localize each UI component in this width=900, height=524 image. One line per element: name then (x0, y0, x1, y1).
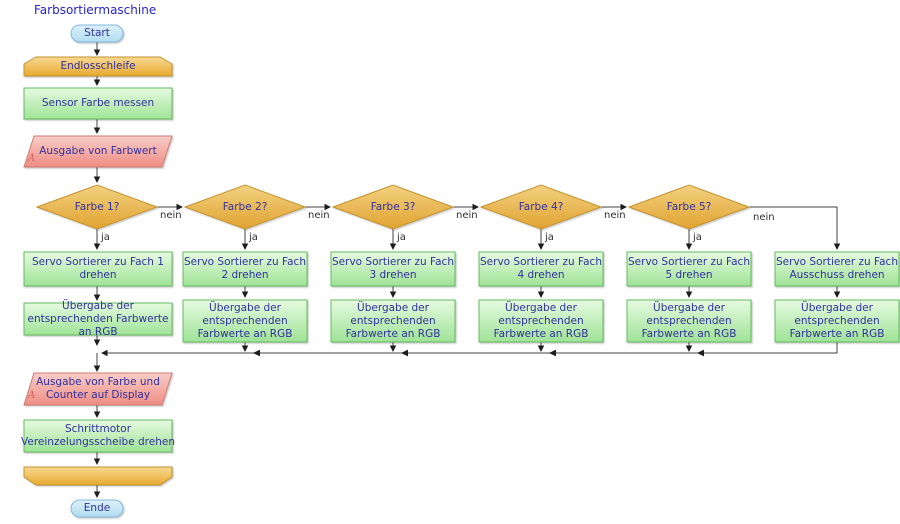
servo-5-label: Servo Sortierer zu Fach 5 drehen (628, 256, 750, 281)
servo-3-shape (330, 251, 456, 287)
servo-4-shape (478, 251, 604, 287)
handoff-1-shape (23, 302, 173, 336)
servo-6-label: Servo Sortierer zu Fach Ausschuss drehen (776, 256, 898, 281)
handoff-6-label: Übergabe der entsprechenden Farbwerte an… (789, 301, 885, 340)
decision-2-shape (183, 184, 307, 230)
decision-4-label: Farbe 4? (518, 201, 564, 213)
start-terminal-shape (70, 24, 124, 43)
decision-1-yes-label: ja (101, 232, 110, 243)
decision-2-yes-label: ja (249, 232, 258, 243)
stepper-process-label: Schrittmotor Vereinzelungsscheibe drehen (21, 423, 175, 448)
end-terminal-label: Ende (83, 502, 111, 514)
sensor-process-label: Sensor Farbe messen (41, 97, 155, 109)
decision-5-no-label: nein (753, 212, 775, 223)
decision-1-no-label: nein (160, 210, 182, 221)
decision-1-shape (35, 184, 159, 230)
diagram-title: Farbsortiermaschine (34, 3, 157, 17)
decision-2-no-label: nein (308, 210, 330, 221)
handoff-4-label: Übergabe der entsprechenden Farbwerte an… (493, 301, 589, 340)
decision-5-shape (627, 184, 751, 230)
handoff-4-shape (478, 299, 604, 343)
decision-3-label: Farbe 3? (370, 201, 416, 213)
servo-1-shape (23, 251, 173, 287)
servo-3-label: Servo Sortierer zu Fach 3 drehen (332, 256, 454, 281)
decision-4-yes-label: ja (545, 232, 554, 243)
decision-3-yes-label: ja (397, 232, 406, 243)
io-farbwert-label: Ausgabe von Farbwert (39, 145, 157, 157)
decision-4-shape (479, 184, 603, 230)
handoff-2-shape (182, 299, 308, 343)
handoff-5-shape (626, 299, 752, 343)
handoff-2-label: Übergabe der entsprechenden Farbwerte an… (197, 301, 293, 340)
handoff-1-label: Übergabe der entsprechenden Farbwerte an… (27, 299, 169, 338)
sensor-process-shape (23, 87, 173, 120)
end-terminal-shape (70, 499, 124, 518)
connectors (93, 42, 841, 498)
servo-1-label: Servo Sortierer zu Fach 1 drehen (32, 256, 164, 281)
handoff-5-label: Übergabe der entsprechenden Farbwerte an… (641, 301, 737, 340)
servo-2-shape (182, 251, 308, 287)
loop-begin-shape (23, 56, 173, 77)
servo-4-label: Servo Sortierer zu Fach 4 drehen (480, 256, 602, 281)
stepper-process-shape (23, 419, 173, 453)
io-farbwert-shape (23, 135, 173, 168)
decision-5-label: Farbe 5? (666, 201, 712, 213)
handoff-3-shape (330, 299, 456, 343)
servo-2-label: Servo Sortierer zu Fach 2 drehen (184, 256, 306, 281)
io-display-shape (23, 372, 173, 406)
decision-3-shape (331, 184, 455, 230)
decision-4-no-label: nein (604, 210, 626, 221)
io-display-label: Ausgabe von Farbe und Counter auf Displa… (36, 376, 160, 401)
handoff-6-shape (774, 299, 900, 343)
servo-6-shape (774, 251, 900, 287)
decision-2-label: Farbe 2? (222, 201, 268, 213)
start-terminal-label: Start (84, 27, 110, 39)
handoff-3-label: Übergabe der entsprechenden Farbwerte an… (345, 301, 441, 340)
io-farbwert-marker: A (28, 153, 36, 164)
io-display-marker: A (28, 390, 36, 401)
servo-5-shape (626, 251, 752, 287)
loop-end-shape (23, 466, 173, 486)
decision-5-yes-label: ja (693, 232, 702, 243)
loop-begin-label: Endlosschleife (60, 60, 136, 72)
decision-1-label: Farbe 1? (74, 201, 120, 213)
decision-3-no-label: nein (456, 210, 478, 221)
